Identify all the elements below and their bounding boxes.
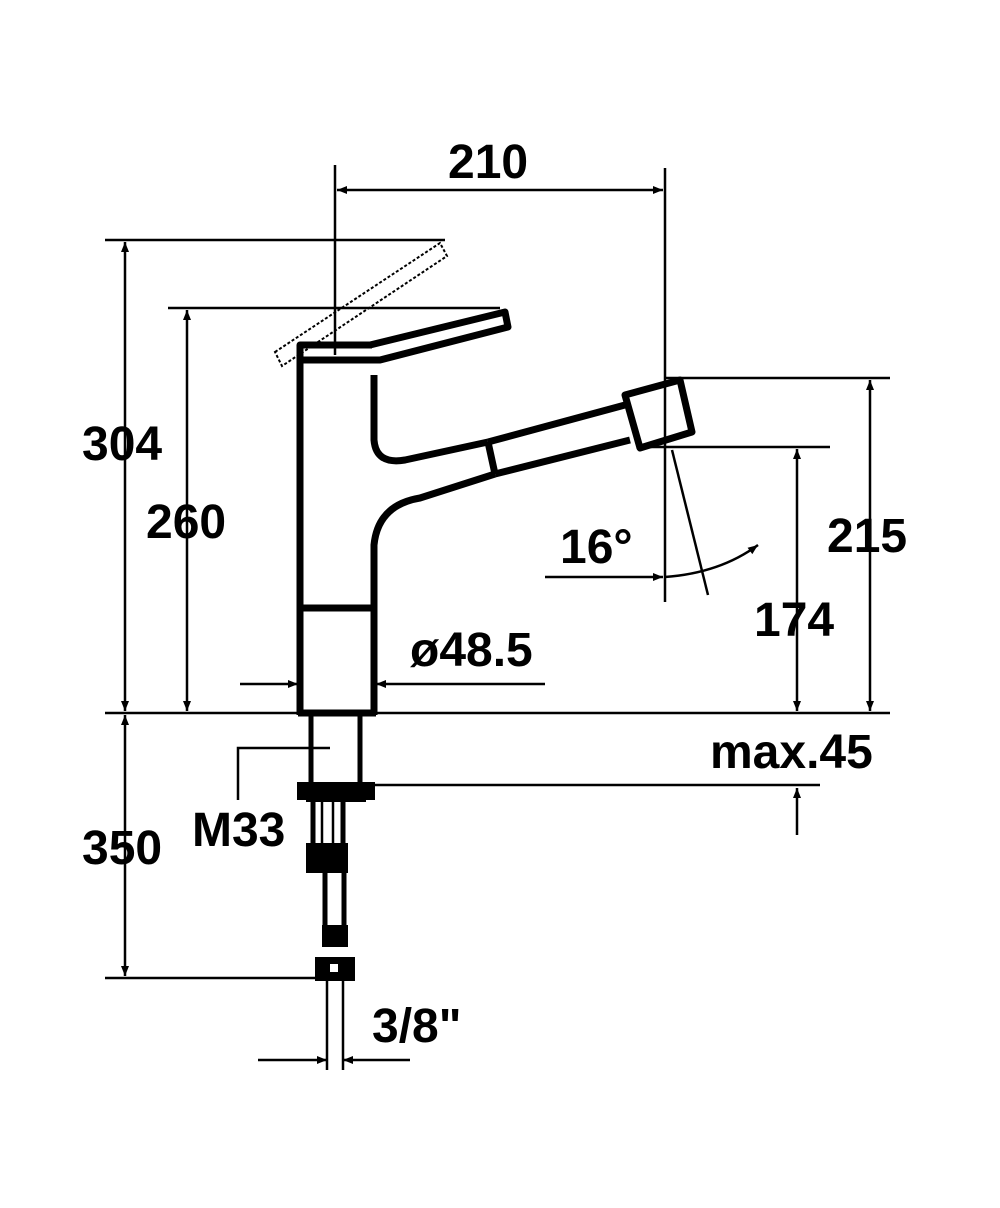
dim-body-diameter: ø48.5 [410,624,533,677]
dim-spray-angle: 16° [560,521,633,574]
dim-height-lever-raised: 304 [82,418,162,471]
dim-height-outlet: 174 [754,594,834,647]
lever [273,241,512,368]
dim-height-spray-head: 215 [827,510,907,563]
dimension-lines [105,165,890,1064]
dim-hose-length: 350 [82,822,162,875]
dim-spout-reach: 210 [448,136,528,189]
mounting-shank [297,715,375,1070]
dim-connection: 3/8" [372,1000,461,1053]
pull-out-spout [484,376,696,478]
dim-max-deck-thickness: max.45 [710,726,873,779]
dim-thread: M33 [192,804,285,857]
dim-height-lever: 260 [146,496,226,549]
